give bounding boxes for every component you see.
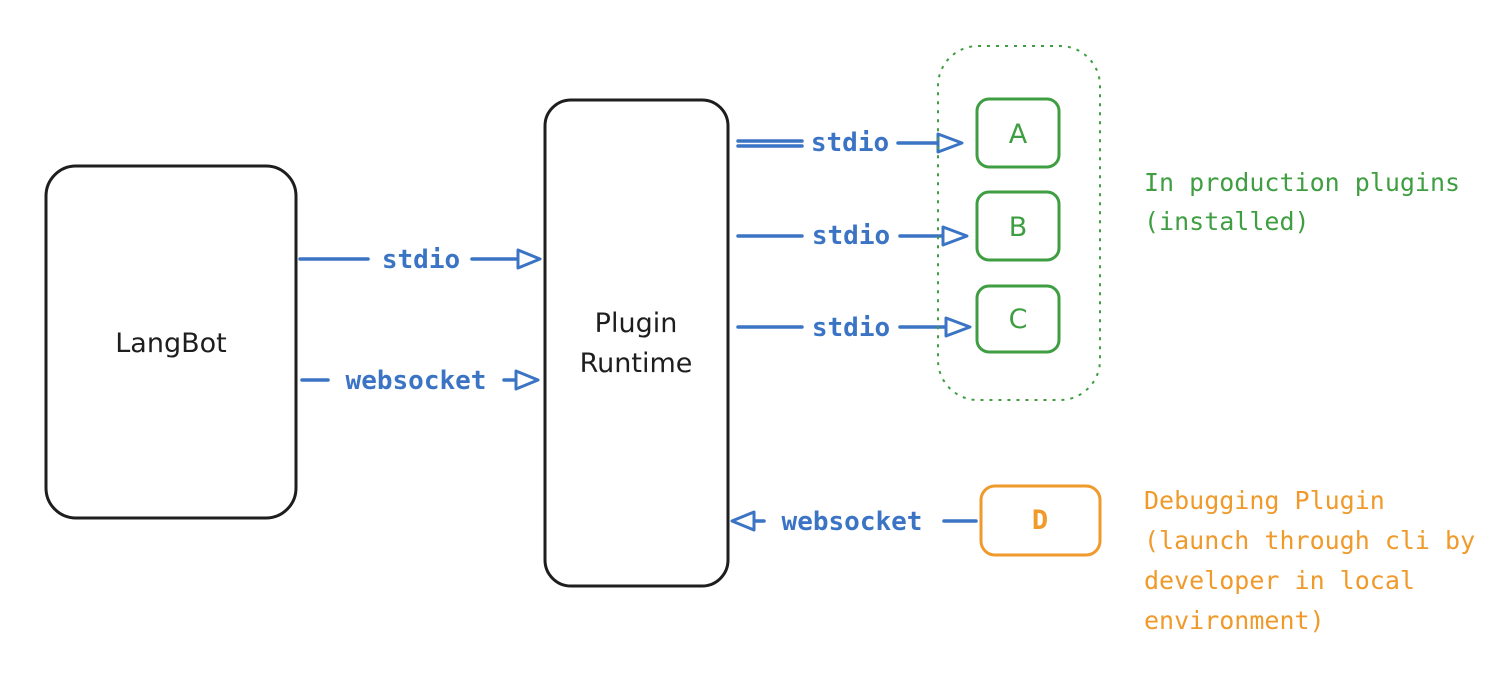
edge-label-stdio: stdio bbox=[382, 245, 460, 275]
plugin-d: D bbox=[979, 484, 1102, 557]
production-note: In production plugins (installed) bbox=[1144, 168, 1460, 236]
langbot-box bbox=[44, 164, 298, 520]
edge-runtime-b-stdio: stdio bbox=[736, 221, 969, 251]
debugging-note: Debugging Plugin (launch through cli by … bbox=[1144, 486, 1475, 635]
debugging-note-line1: Debugging Plugin bbox=[1144, 486, 1385, 515]
arrowhead-icon bbox=[514, 369, 540, 391]
plugin-d-box bbox=[979, 484, 1102, 557]
edge-label-websocket: websocket bbox=[346, 366, 487, 396]
plugin-runtime-box bbox=[543, 98, 730, 588]
edge-label-websocket: websocket bbox=[782, 507, 923, 537]
edge-runtime-c-stdio: stdio bbox=[736, 313, 972, 343]
plugin-b-box bbox=[975, 190, 1061, 262]
debugging-note-line3: developer in local bbox=[1144, 566, 1415, 595]
langbot-node: LangBot bbox=[44, 164, 298, 520]
arrowhead-icon bbox=[516, 248, 542, 270]
edge-label-stdio: stdio bbox=[811, 128, 889, 158]
plugin-runtime-node: Plugin Runtime bbox=[543, 98, 730, 588]
arrowhead-icon bbox=[730, 510, 756, 532]
arrowhead-icon bbox=[944, 316, 972, 338]
edge-runtime-a-stdio: stdio bbox=[736, 128, 964, 158]
arrowhead-icon bbox=[941, 225, 969, 247]
edge-label-stdio: stdio bbox=[812, 221, 890, 251]
plugin-a: A bbox=[975, 97, 1061, 169]
plugin-a-box bbox=[975, 97, 1061, 169]
plugin-b-label: B bbox=[1009, 212, 1028, 243]
arrowhead-icon bbox=[936, 132, 964, 154]
langbot-label: LangBot bbox=[115, 328, 226, 359]
plugin-runtime-label-line1: Plugin bbox=[595, 308, 678, 339]
edge-d-runtime-websocket: websocket bbox=[730, 507, 978, 537]
debugging-note-line2: (launch through cli by bbox=[1144, 526, 1475, 555]
plugin-d-label: D bbox=[1032, 505, 1048, 536]
plugin-a-label: A bbox=[1009, 119, 1028, 150]
plugin-c-box bbox=[975, 284, 1061, 354]
debugging-note-line4: environment) bbox=[1144, 606, 1325, 635]
plugin-runtime-label-line2: Runtime bbox=[580, 348, 693, 379]
plugin-c-label: C bbox=[1009, 304, 1028, 335]
edge-langbot-runtime-stdio: stdio bbox=[298, 245, 542, 275]
plugin-c: C bbox=[975, 284, 1061, 354]
edge-label-stdio: stdio bbox=[812, 313, 890, 343]
production-note-line2: (installed) bbox=[1144, 207, 1310, 236]
plugin-b: B bbox=[975, 190, 1061, 262]
edge-langbot-runtime-websocket: websocket bbox=[300, 366, 540, 396]
production-group-outline bbox=[937, 45, 1101, 401]
production-note-line1: In production plugins bbox=[1144, 168, 1460, 197]
